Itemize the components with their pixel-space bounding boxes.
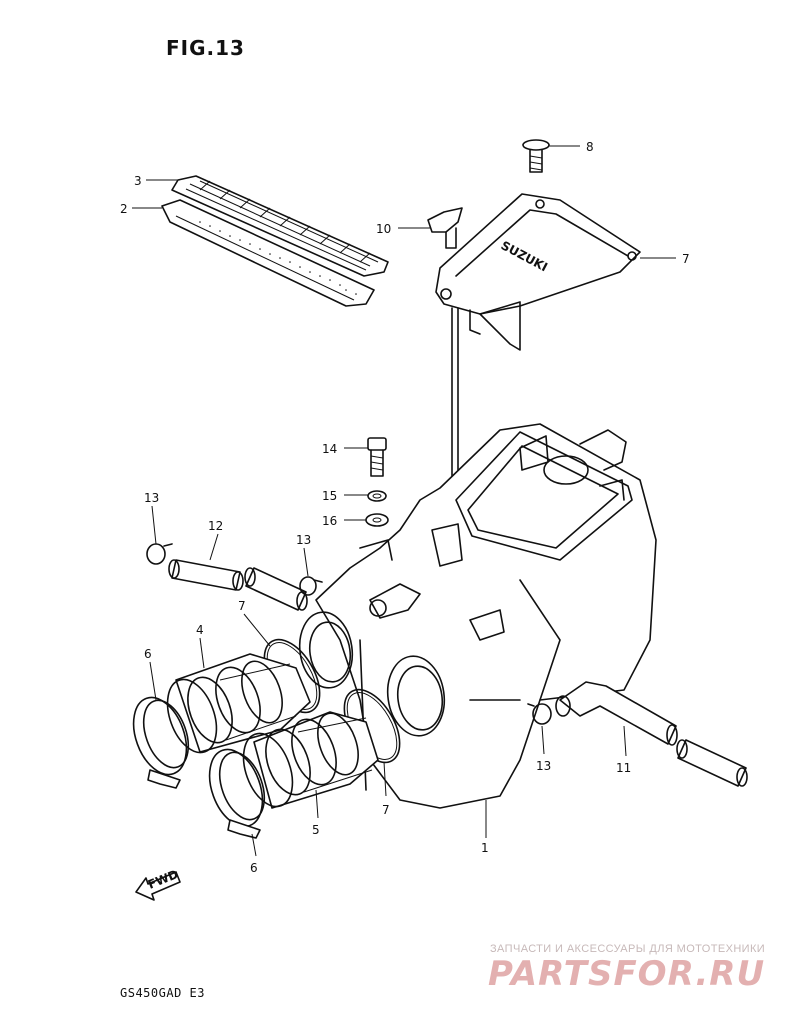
part-5-intake-pipe [242, 711, 379, 809]
callout-numbers: 3 2 8 10 7 14 15 16 13 12 13 4 6 7 7 5 6… [120, 140, 690, 875]
part-11-breather-hose [555, 681, 748, 787]
watermark-logo: PARTSFOR.RU [488, 954, 766, 994]
model-code: GS450GAD E3 [120, 986, 205, 1000]
callout-part-6-lower: 6 [250, 861, 258, 875]
callout-part-11: 11 [616, 761, 631, 775]
watermark-tagline: ЗАПЧАСТИ И АКСЕССУАРЫ ДЛЯ МОТОТЕХНИКИ [490, 943, 766, 955]
part-14-bolt [367, 437, 387, 477]
case-intake-ports [298, 583, 446, 737]
callout-part-13-left: 13 [144, 491, 159, 505]
callout-part-10: 10 [376, 222, 391, 236]
part-12-hose [168, 559, 308, 611]
callout-part-3: 3 [134, 174, 142, 188]
callout-part-7-upper: 7 [238, 599, 246, 613]
callout-part-9: 8 [586, 140, 594, 154]
callout-part-2: 2 [120, 202, 128, 216]
callout-part-14: 14 [322, 442, 337, 456]
part-4-intake-pipe [166, 653, 311, 754]
callout-part-13-middle: 13 [296, 533, 311, 547]
figure-title: FIG.13 [166, 36, 245, 60]
part-13-clip-middle [299, 576, 323, 596]
part-10-wing-bolt [427, 207, 463, 249]
callout-part-1: 1 [481, 841, 489, 855]
forward-arrow-icon: FWD [135, 867, 181, 901]
callout-part-6-upper: 6 [144, 647, 152, 661]
part-15-lock-washer [367, 490, 387, 502]
part-13-clip-right [527, 703, 552, 725]
callout-part-16: 16 [322, 514, 337, 528]
callout-part-13-right: 13 [536, 759, 551, 773]
callout-part-4: 4 [196, 623, 204, 637]
part-8-cover: SUZUKI [435, 193, 641, 531]
callout-part-7-lower: 7 [382, 803, 390, 817]
callout-part-8: 7 [682, 252, 690, 266]
part-6-clamp-upper [132, 696, 190, 789]
part-2-filter-element [161, 199, 375, 307]
part-13-clip-left [146, 543, 173, 565]
part-16-washer [365, 513, 389, 527]
callout-part-12: 12 [208, 519, 223, 533]
part-3-grille-plate [171, 175, 389, 277]
callout-part-15: 15 [322, 489, 337, 503]
callout-part-5: 5 [312, 823, 320, 837]
leader-lines [132, 145, 676, 857]
part-9-screw [522, 139, 550, 173]
part-6-clamp-lower [208, 748, 266, 839]
